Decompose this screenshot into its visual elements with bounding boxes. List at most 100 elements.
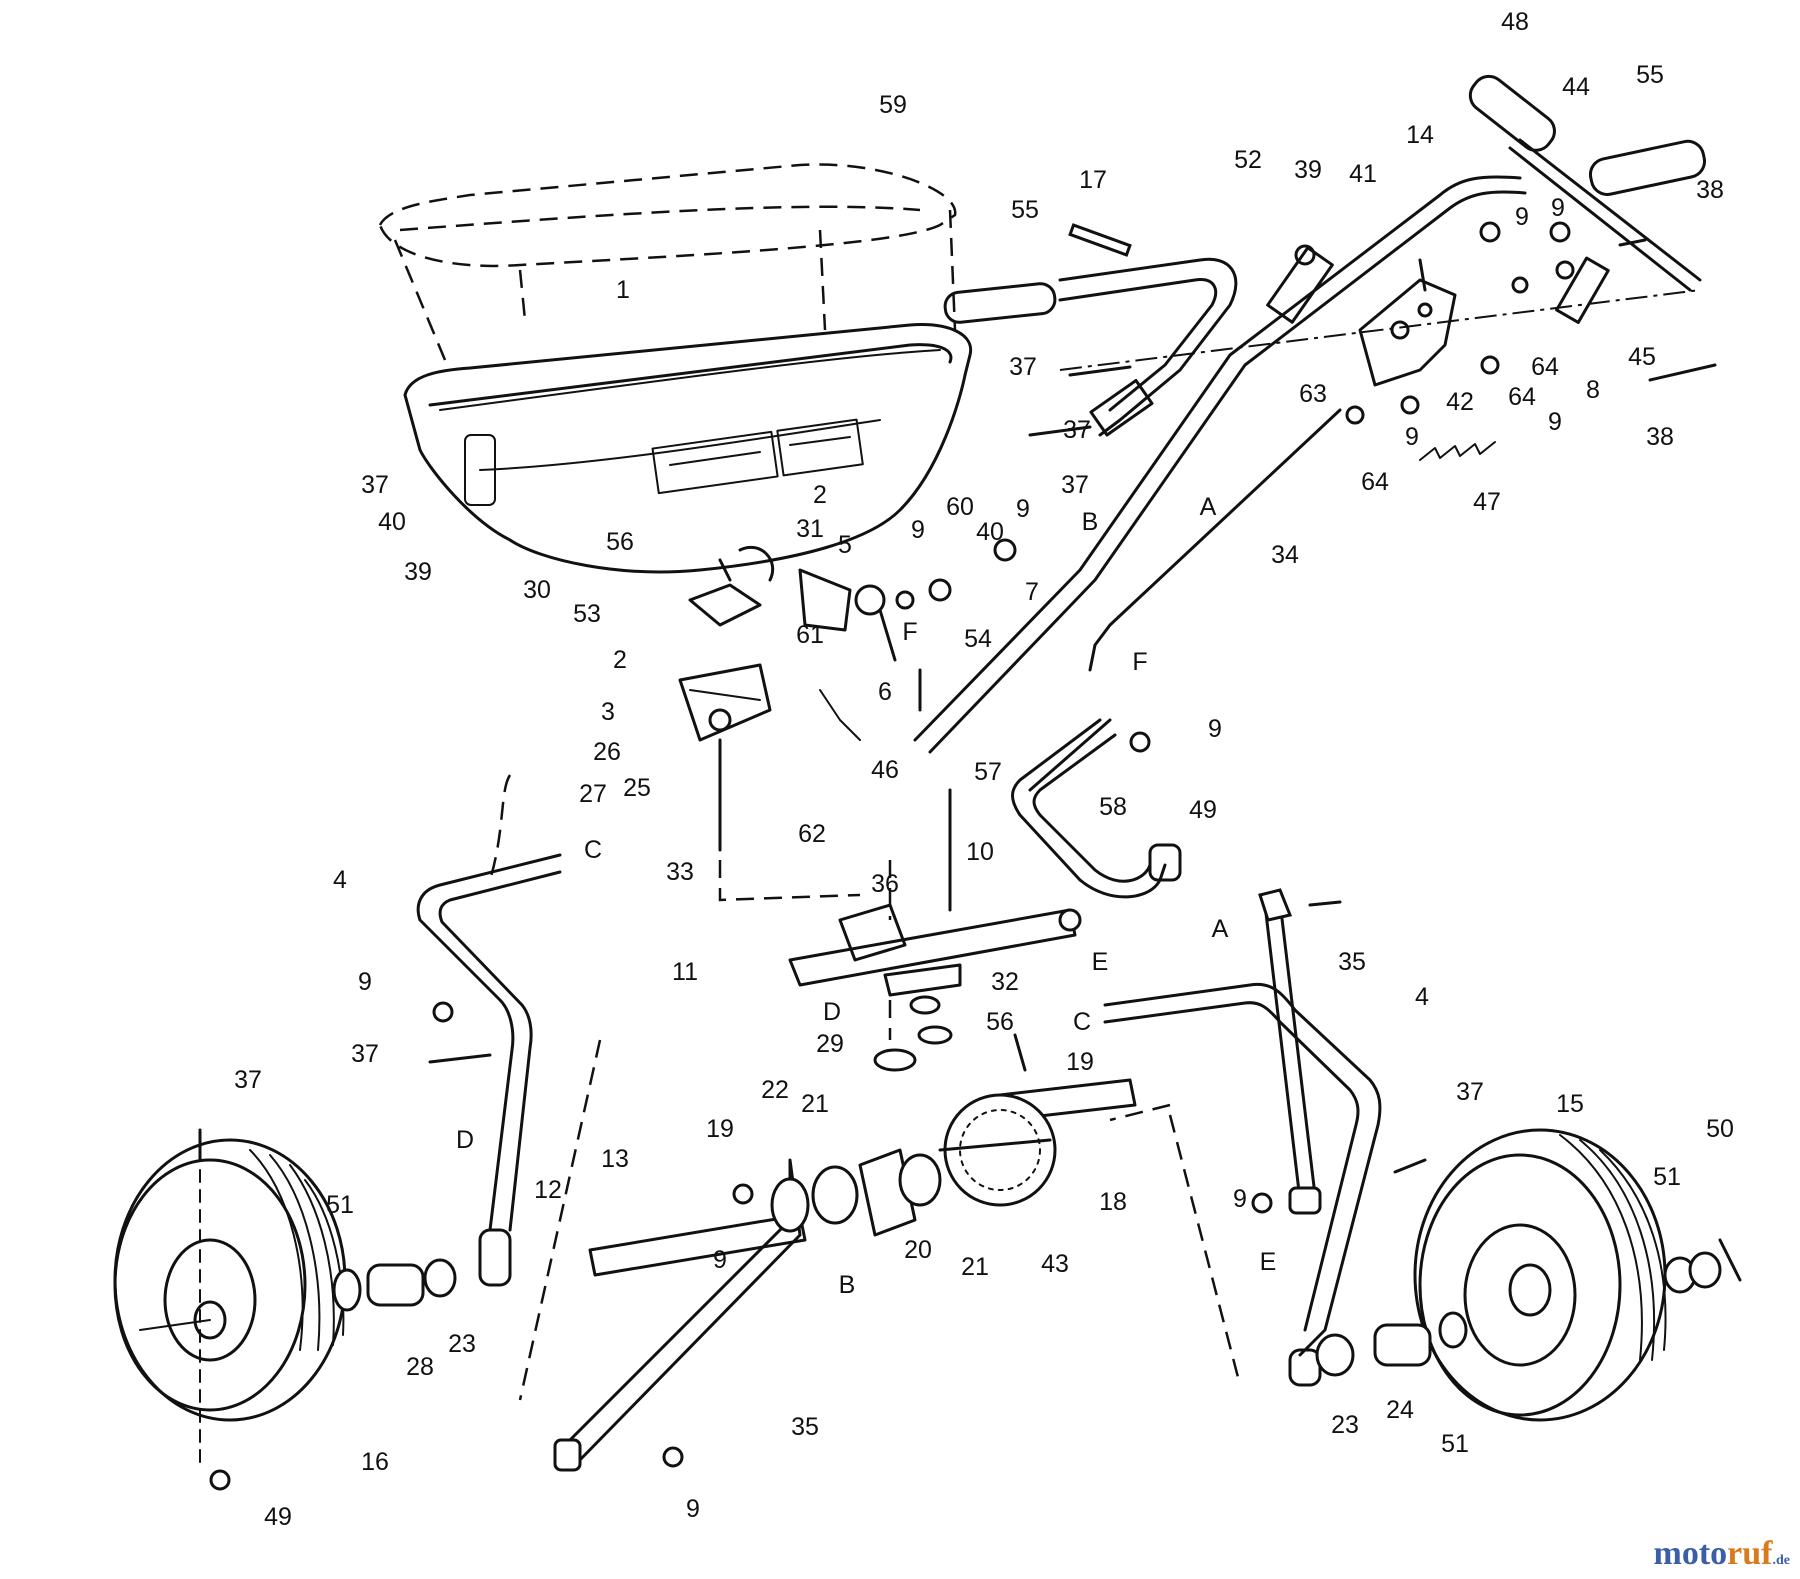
callout-53: 53 [573,600,601,628]
callout-21b: 21 [961,1253,989,1281]
callout-5: 5 [838,531,852,559]
handle-upper-frame [913,175,1527,754]
callout-51b: 51 [1653,1163,1681,1191]
callout-27: 27 [579,780,607,808]
agitator-assembly [678,538,1017,852]
callout-D2: D [456,1126,474,1154]
callout-46: 46 [871,756,899,784]
callout-49b: 49 [264,1503,292,1531]
callout-3: 3 [601,698,615,726]
callout-61: 61 [796,621,824,649]
right-hub-parts [1315,1238,1742,1377]
callout-28: 28 [406,1353,434,1381]
callout-D1: D [823,998,841,1026]
callout-64a: 64 [1531,353,1559,381]
callout-6: 6 [878,678,892,706]
callout-37c: 37 [1061,471,1089,499]
callout-63: 63 [1299,380,1327,408]
callout-35a: 35 [1338,948,1366,976]
callout-9c: 9 [1515,203,1529,231]
callout-9g: 9 [1208,715,1222,743]
mounting-bracket [788,788,1082,997]
callout-29: 29 [816,1030,844,1058]
callout-56a: 56 [606,528,634,556]
callout-64b: 64 [1508,383,1536,411]
callout-54: 54 [964,625,992,653]
callout-60: 60 [946,493,974,521]
right-strut [1258,888,1322,1215]
hopper-lid [378,163,957,268]
callout-9h: 9 [358,968,372,996]
left-frame [416,853,562,1287]
callout-51c: 51 [1441,1430,1469,1458]
callout-C2: C [1073,1008,1091,1036]
callout-17: 17 [1079,166,1107,194]
callout-F1: F [902,618,917,646]
callout-19b: 19 [706,1115,734,1143]
callout-B2: B [839,1271,856,1299]
watermark-part2: ruf [1727,1535,1773,1572]
callout-B1: B [1082,508,1099,536]
callout-64c: 64 [1361,468,1389,496]
callout-11: 11 [672,958,698,986]
callout-8: 8 [1586,376,1600,404]
callout-39a: 39 [404,558,432,586]
callout-31: 31 [796,515,824,543]
callout-48: 48 [1501,8,1529,36]
callout-18: 18 [1099,1188,1127,1216]
callout-55a: 55 [1011,196,1039,224]
callout-30: 30 [523,576,551,604]
callout-A1: A [1200,493,1217,521]
callout-4b: 4 [1415,983,1429,1011]
callout-44: 44 [1562,73,1590,101]
callout-9j: 9 [686,1495,700,1523]
callout-C1: C [584,836,602,864]
callout-23a: 23 [448,1330,476,1358]
callout-1: 1 [616,276,630,304]
callout-33: 33 [666,858,694,886]
callout-4a: 4 [333,866,347,894]
callout-19a: 19 [1066,1048,1094,1076]
callout-23b: 23 [1331,1411,1359,1439]
callout-22: 22 [761,1076,789,1104]
callout-9k: 9 [1233,1185,1247,1213]
callout-35b: 35 [791,1413,819,1441]
callout-9d: 9 [1551,194,1565,222]
callout-32: 32 [991,968,1019,996]
callout-47: 47 [1473,488,1501,516]
callout-40b: 40 [976,518,1004,546]
callout-38b: 38 [1646,423,1674,451]
callout-9f: 9 [1405,423,1419,451]
callout-52: 52 [1234,146,1262,174]
callout-55b: 55 [1636,61,1664,89]
callout-16: 16 [361,1448,389,1476]
assembly-lines [488,774,1242,1401]
callout-13: 13 [601,1145,629,1173]
callout-15: 15 [1556,1090,1584,1118]
callout-37a: 37 [361,471,389,499]
callout-37f: 37 [234,1066,262,1094]
callout-12: 12 [534,1176,562,1204]
callout-26: 26 [593,738,621,766]
hopper [403,323,973,574]
callout-34: 34 [1271,541,1299,569]
callout-2a: 2 [813,481,827,509]
control-handle [1058,257,1238,437]
spring [1419,441,1496,461]
left-hub-parts [199,1169,457,1471]
callout-36: 36 [871,870,899,898]
callout-9e: 9 [1548,408,1562,436]
callout-45: 45 [1628,343,1656,371]
callout-57: 57 [974,758,1002,786]
grip-left [943,282,1057,324]
callout-58: 58 [1099,793,1127,821]
lower-handle-tube [1011,718,1182,899]
callout-38a: 38 [1696,176,1724,204]
watermark-part1: moto [1653,1535,1728,1572]
callout-25: 25 [623,774,651,802]
top-grips [1468,74,1706,292]
control-rod [1088,408,1342,672]
callout-7: 7 [1025,578,1039,606]
callout-9i: 9 [713,1246,727,1274]
callout-39b: 39 [1294,156,1322,184]
